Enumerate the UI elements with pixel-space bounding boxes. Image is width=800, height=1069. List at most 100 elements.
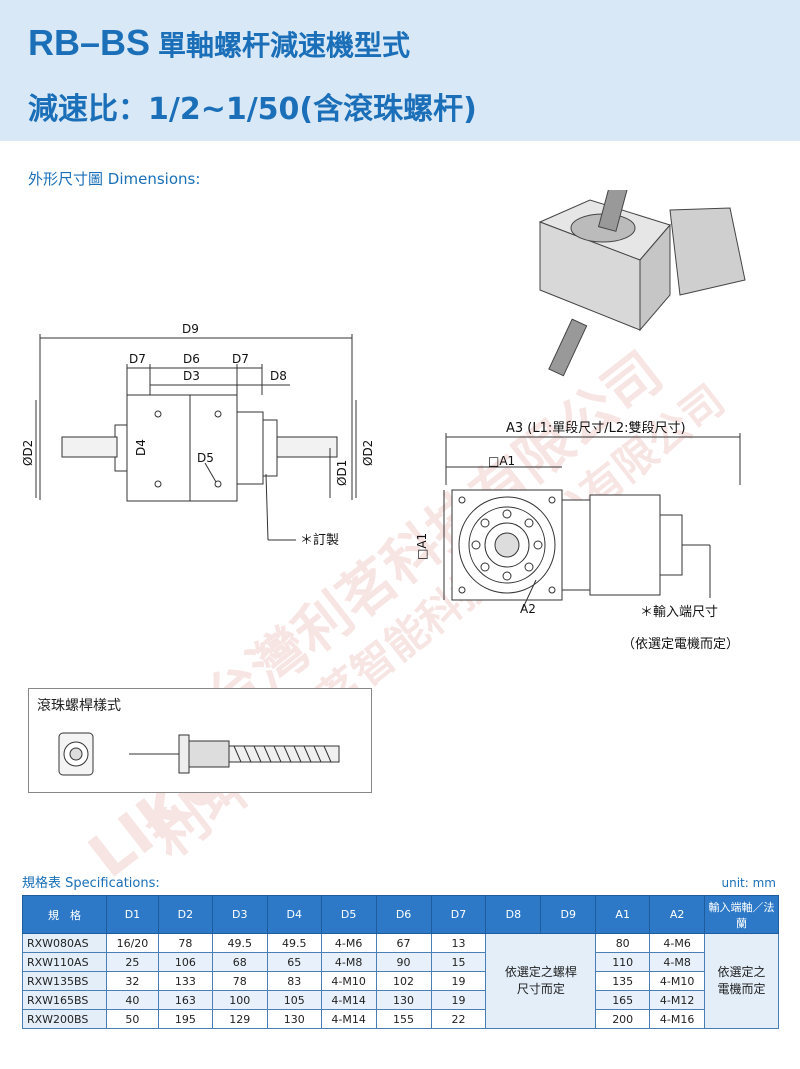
cell-d7: 15 bbox=[430, 952, 487, 972]
label-d4: D4 bbox=[134, 439, 148, 456]
header-d7: D7 bbox=[430, 895, 487, 934]
cell-d6: 130 bbox=[375, 990, 432, 1010]
table-row: RXW110AS 25 106 68 65 4-M8 90 15 110 4-M… bbox=[22, 952, 779, 972]
spec-label: 規格表 Specifications: bbox=[22, 876, 160, 891]
cell-d3: 100 bbox=[211, 990, 268, 1010]
cell-model: RXW200BS bbox=[22, 1009, 107, 1029]
cell-d2: 133 bbox=[157, 971, 213, 991]
unit-label: unit: mm bbox=[721, 876, 777, 890]
spec-table: 規 格 D1 D2 D3 D4 D5 D6 D7 D8 D9 A1 A2 輸入端… bbox=[22, 895, 779, 1029]
cell-d5: 4-M10 bbox=[320, 971, 377, 991]
cell-d7: 22 bbox=[430, 1009, 487, 1029]
cell-a2: 4-M10 bbox=[649, 971, 706, 991]
table-row: RXW200BS 50 195 129 130 4-M14 155 22 200… bbox=[22, 1009, 779, 1029]
label-d5: D5 bbox=[197, 451, 214, 465]
label-d1: ØD1 bbox=[335, 460, 349, 486]
cell-a2: 4-M8 bbox=[649, 952, 706, 972]
cell-d7: 19 bbox=[430, 990, 487, 1010]
header-d3: D3 bbox=[211, 895, 268, 934]
label-a2: A2 bbox=[520, 602, 536, 616]
cell-d3: 78 bbox=[211, 971, 268, 991]
cell-d1: 25 bbox=[105, 952, 159, 972]
cell-d3: 129 bbox=[211, 1009, 268, 1029]
header-a1: A1 bbox=[595, 895, 651, 934]
ballscrew-style-box: 滾珠螺桿樣式 bbox=[28, 688, 372, 793]
cell-d7: 19 bbox=[430, 971, 487, 991]
cell-d6: 90 bbox=[375, 952, 432, 972]
label-d2-right: ØD2 bbox=[361, 440, 375, 466]
ballscrew-illustration bbox=[58, 732, 340, 776]
cell-model: RXW110AS bbox=[22, 952, 107, 972]
cell-a1: 200 bbox=[595, 1009, 651, 1029]
cell-d1: 16/20 bbox=[105, 933, 159, 953]
cell-d1: 50 bbox=[105, 1009, 159, 1029]
input-shaft-note: 依選定之 電機而定 bbox=[717, 965, 766, 996]
header-d4: D4 bbox=[266, 895, 322, 934]
label-d9: D9 bbox=[182, 322, 199, 336]
table-row: RXW165BS 40 163 100 105 4-M14 130 19 165… bbox=[22, 990, 779, 1010]
side-elevation-drawing bbox=[443, 433, 741, 611]
front-elevation-drawing bbox=[35, 334, 357, 541]
cell-d4: 130 bbox=[266, 1009, 322, 1029]
cell-d4: 105 bbox=[266, 990, 322, 1010]
cell-a2: 4-M16 bbox=[649, 1009, 706, 1029]
cell-d4: 49.5 bbox=[266, 933, 322, 953]
d8-d9-note: 依選定之螺桿 尺寸而定 bbox=[504, 965, 577, 996]
header-d9: D9 bbox=[540, 895, 597, 934]
header-d1: D1 bbox=[105, 895, 159, 934]
label-d3: D3 bbox=[183, 369, 200, 383]
cell-d1: 40 bbox=[105, 990, 159, 1010]
header-model: 規 格 bbox=[22, 895, 107, 934]
label-a1-top: □A1 bbox=[488, 454, 515, 468]
page-subtitle: 減速比：1/2~1/50(含滾珠螺杆) bbox=[28, 92, 477, 127]
header-d8: D8 bbox=[485, 895, 542, 934]
cell-d5: 4-M14 bbox=[320, 1009, 377, 1029]
cell-a1: 135 bbox=[595, 971, 651, 991]
cell-a1: 110 bbox=[595, 952, 651, 972]
cell-input-note: 依選定之 電機而定 bbox=[704, 933, 779, 1029]
cell-model: RXW135BS bbox=[22, 971, 107, 991]
cell-d6: 67 bbox=[375, 933, 432, 953]
product-isometric-illustration bbox=[538, 190, 746, 377]
cell-d7: 13 bbox=[430, 933, 487, 953]
cell-a1: 80 bbox=[595, 933, 651, 953]
label-d2-left: ØD2 bbox=[21, 440, 35, 466]
custom-note: ＊訂製 bbox=[300, 532, 339, 548]
cell-d2: 78 bbox=[157, 933, 213, 953]
header-d2: D2 bbox=[157, 895, 213, 934]
cell-a2: 4-M6 bbox=[649, 933, 706, 953]
header-a2: A2 bbox=[649, 895, 706, 934]
cell-d5: 4-M8 bbox=[320, 952, 377, 972]
label-d7-right: D7 bbox=[232, 352, 249, 366]
cell-d5: 4-M14 bbox=[320, 990, 377, 1010]
cell-d6: 102 bbox=[375, 971, 432, 991]
cell-d4: 83 bbox=[266, 971, 322, 991]
cell-d2: 163 bbox=[157, 990, 213, 1010]
dimensions-label: 外形尺寸圖 Dimensions: bbox=[28, 170, 201, 188]
label-a1-side: □A1 bbox=[415, 533, 429, 560]
cell-d8-d9-note: 依選定之螺桿 尺寸而定 bbox=[485, 933, 597, 1029]
label-d7-left: D7 bbox=[129, 352, 146, 366]
label-d8: D8 bbox=[270, 369, 287, 383]
table-row: RXW080AS 16/20 78 49.5 49.5 4-M6 67 13 依… bbox=[22, 933, 779, 1029]
dimension-drawing: D9 D7 D6 D7 D3 D8 D5 D4 ØD2 ØD1 ØD2 ＊訂製 … bbox=[21, 190, 746, 652]
header-d6: D6 bbox=[375, 895, 432, 934]
a3-note: A3 (L1:單段尺寸/L2:雙段尺寸) bbox=[506, 421, 686, 436]
title-code: RB–BS bbox=[28, 22, 151, 63]
label-d6: D6 bbox=[183, 352, 200, 366]
motor-note: （依選定電機而定） bbox=[622, 637, 739, 652]
ballscrew-style-title: 滾珠螺桿樣式 bbox=[37, 698, 121, 714]
cell-d4: 65 bbox=[266, 952, 322, 972]
cell-d3: 49.5 bbox=[211, 933, 268, 953]
cell-d3: 68 bbox=[211, 952, 268, 972]
spec-table-header: 規 格 D1 D2 D3 D4 D5 D6 D7 D8 D9 A1 A2 輸入端… bbox=[22, 895, 779, 934]
header-d5: D5 bbox=[320, 895, 377, 934]
cell-d1: 32 bbox=[105, 971, 159, 991]
cell-a1: 165 bbox=[595, 990, 651, 1010]
header-input: 輸入端軸／法蘭 bbox=[704, 895, 779, 934]
cell-a2: 4-M12 bbox=[649, 990, 706, 1010]
cell-model: RXW080AS bbox=[22, 933, 107, 953]
cell-d5: 4-M6 bbox=[320, 933, 377, 953]
